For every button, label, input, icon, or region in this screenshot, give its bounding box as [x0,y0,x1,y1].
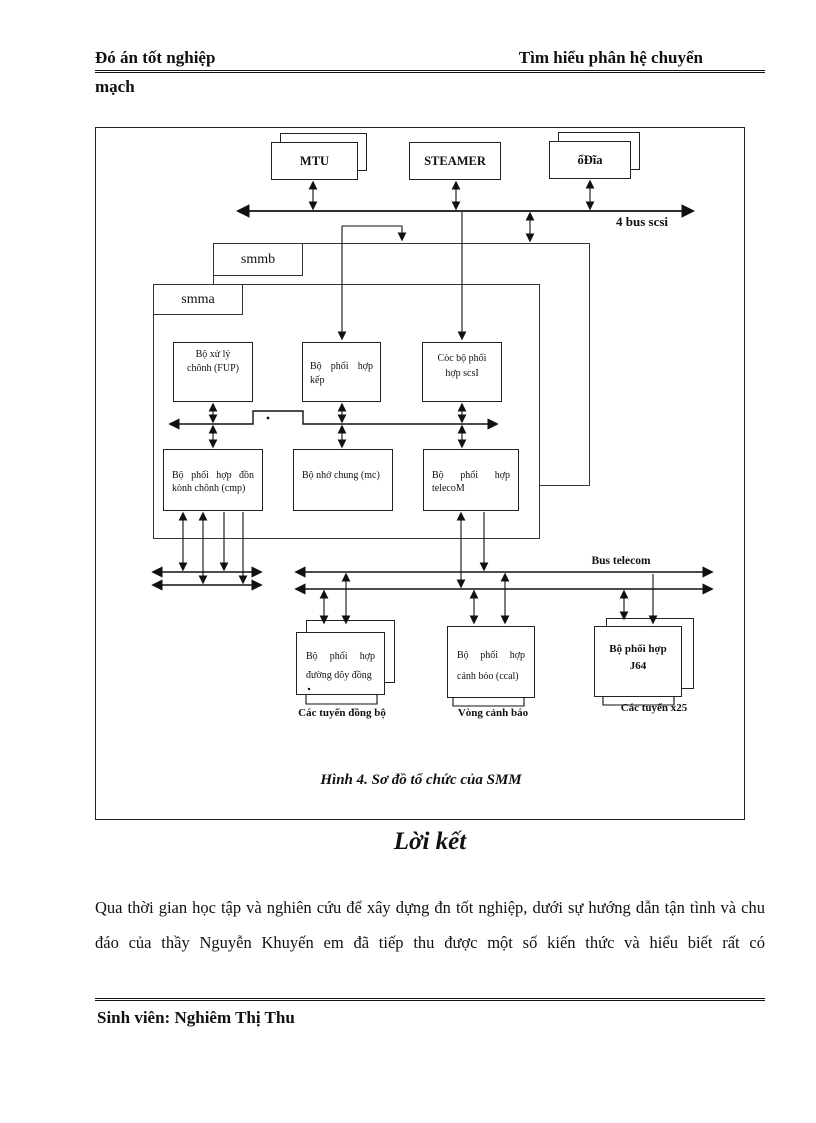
smmb-label: smmb [240,251,276,267]
smma-label-box: smma [153,284,243,315]
bus-scsi-label: 4 bus scsi [615,214,669,229]
smma-label: smma [181,291,215,307]
page-header: Đó án tốt nghiệp Tìm hiểu phân hệ chuyển… [95,48,765,97]
copper-adapter-box: Bộ phối hợp đường dõy đồng [296,632,385,695]
scsi-adapters-box: Còc bộ phối hợp scsI [422,342,502,402]
fup-box: Bộ xử lý chônh (FUP) [173,342,253,402]
j64-adapter-box: Bộ phối hợp J64 [594,626,682,697]
telecom-adapter-box: Bộ phối hợp telecoM [423,449,519,511]
header-rule: Đó án tốt nghiệp Tìm hiểu phân hệ chuyển [95,48,765,73]
alarm-adapter-box: Bộ phối hợp cảnh bỏo (ccal) [447,626,535,698]
footer-rule [95,998,765,1001]
x25-lines-label: Các tuyến x25 [620,702,688,714]
cmp-box: Bộ phối hợp đồn kònh chônh (cmp) [163,449,263,511]
copper-lines-label: Các tuyến đồng bộ [298,707,386,719]
smm-diagram: smmb smma MTU STEAMER ổĐĩa Bộ xử lý chôn… [95,127,745,820]
body-paragraph: Qua thời gian học tập và nghiên cứu để x… [95,898,765,952]
mtu-box: MTU [271,142,358,180]
header-title-wrap: mạch [95,77,135,96]
figure-caption: Hình 4. Sơ đồ tổ chức của SMM [320,772,522,788]
disk-box: ổĐĩa [549,141,631,179]
header-title-right: Tìm hiểu phân hệ chuyển [518,48,703,67]
bus-telecom-label: Bus telecom [591,555,651,567]
mc-box: Bộ nhớ chung (mc) [293,449,393,511]
alarm-ring-label: Vòng cảnh báo [457,707,529,719]
footer-student: Sinh viên: Nghiêm Thị Thu [97,1008,295,1027]
section-title: Lời kết [393,828,467,855]
kep-box: Bộ phối hợp kếp [302,342,381,402]
smmb-label-box: smmb [213,243,303,276]
header-title-left: Đó án tốt nghiệp [95,48,216,67]
steamer-box: STEAMER [409,142,501,180]
